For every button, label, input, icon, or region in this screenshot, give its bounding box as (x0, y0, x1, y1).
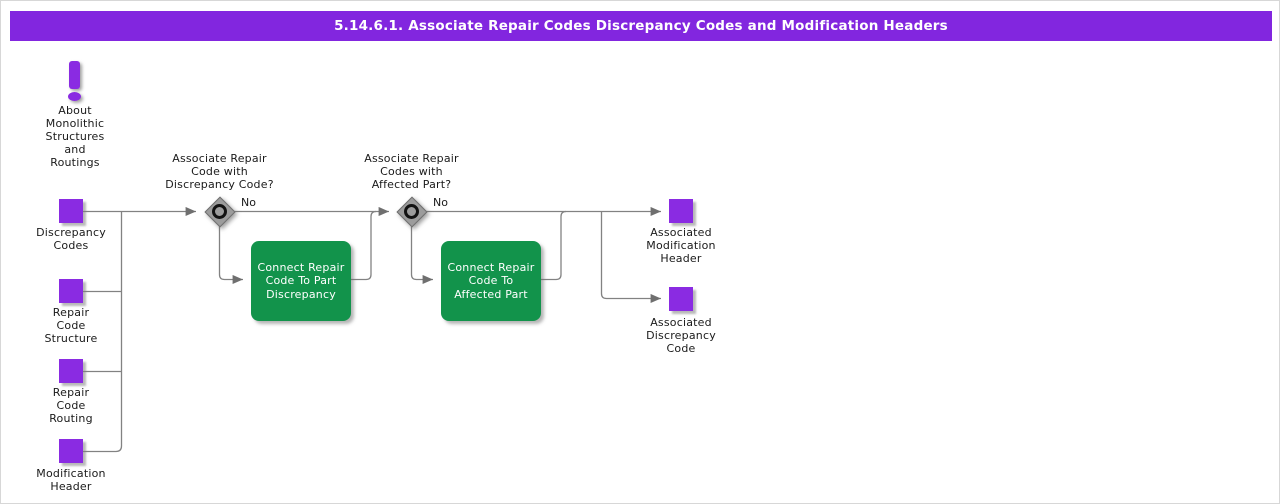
node-associated-discrepancy-code[interactable] (669, 287, 693, 311)
exclamation-dot (68, 92, 81, 101)
process-connect-repair-code-to-affected-part[interactable]: Connect Repair Code To Affected Part (441, 241, 541, 321)
node-modification-header[interactable] (59, 439, 83, 463)
exclamation-note-icon[interactable] (63, 61, 87, 103)
node-associated-modification-header-label: Associated Modification Header (646, 226, 716, 265)
decision-1-no-label: No (241, 196, 256, 209)
gateway-ring-icon (403, 203, 419, 219)
page-title: 5.14.6.1. Associate Repair Codes Discrep… (10, 11, 1272, 41)
node-discrepancy-codes-label: Discrepancy Codes (36, 226, 106, 252)
decision-gateway-1 (203, 195, 236, 228)
note-label: About Monolithic Structures and Routings (45, 104, 105, 169)
decision-2-question: Associate Repair Codes with Affected Par… (364, 152, 459, 191)
process-connect-repair-code-to-part-discrepancy[interactable]: Connect Repair Code To Part Discrepancy (251, 241, 351, 321)
node-associated-discrepancy-code-label: Associated Discrepancy Code (646, 316, 716, 355)
node-associated-modification-header[interactable] (669, 199, 693, 223)
gateway-ring-icon (211, 203, 227, 219)
node-discrepancy-codes[interactable] (59, 199, 83, 223)
exclamation-bar (69, 61, 80, 89)
node-modification-header-label: Modification Header (36, 467, 106, 493)
node-repair-code-structure[interactable] (59, 279, 83, 303)
decision-1-question: Associate Repair Code with Discrepancy C… (165, 152, 274, 191)
node-repair-code-routing[interactable] (59, 359, 83, 383)
node-repair-code-structure-label: Repair Code Structure (44, 306, 98, 345)
decision-gateway-2 (395, 195, 428, 228)
decision-2-no-label: No (433, 196, 448, 209)
node-repair-code-routing-label: Repair Code Routing (49, 386, 93, 425)
